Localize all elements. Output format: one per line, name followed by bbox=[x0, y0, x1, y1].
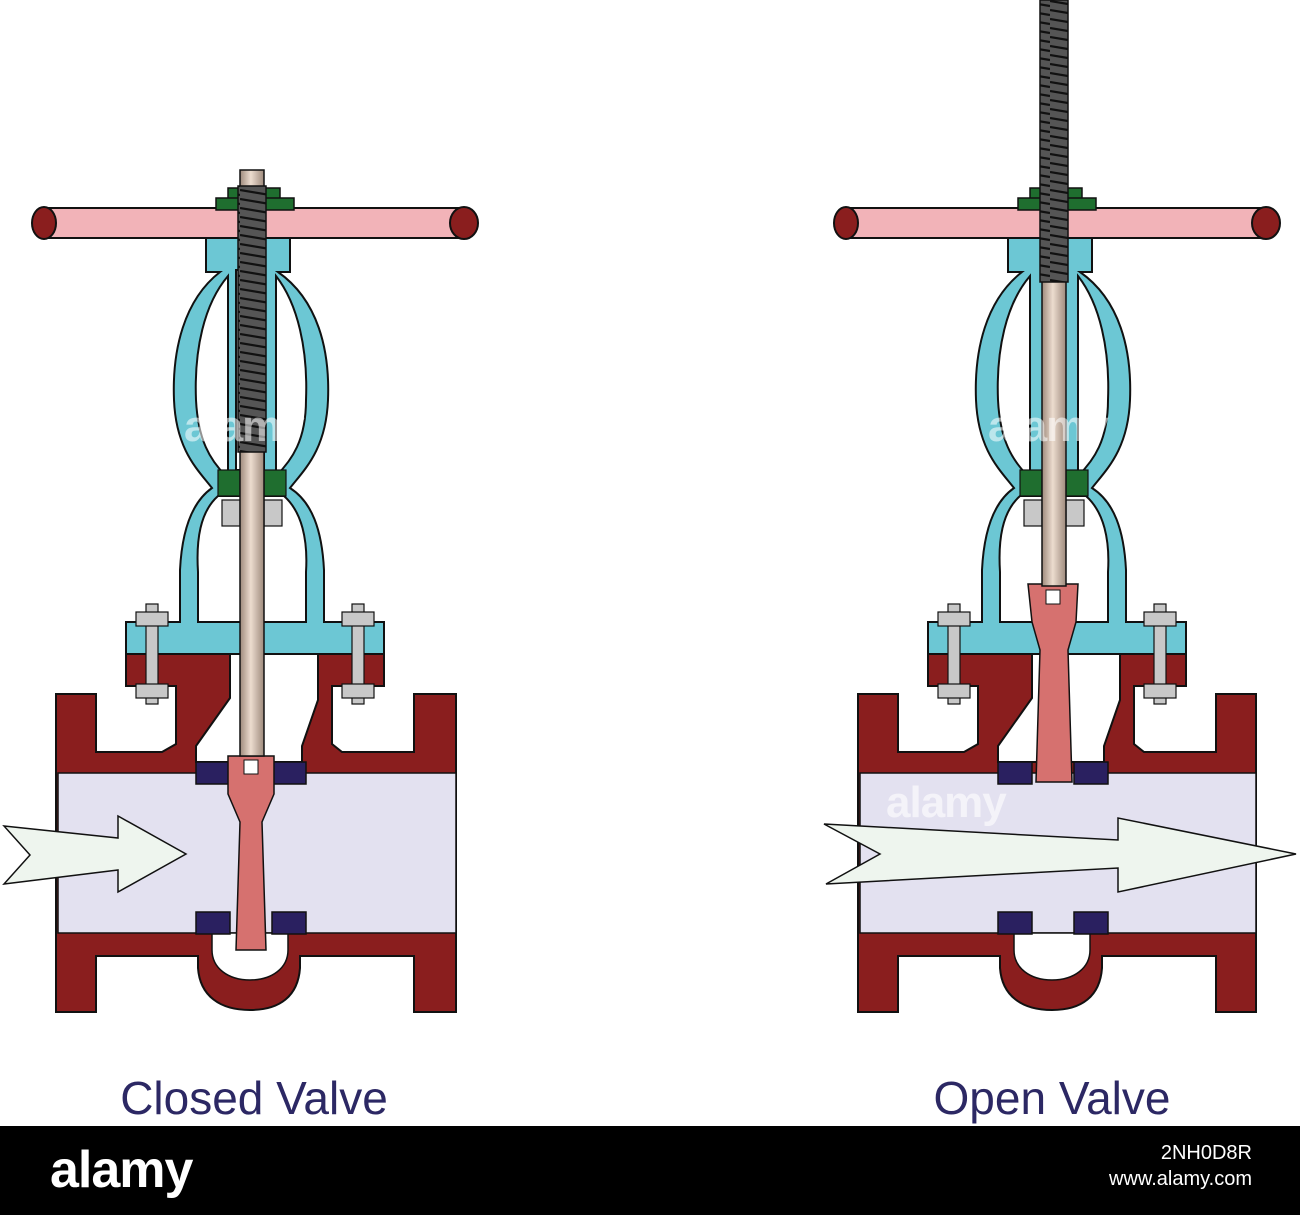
open-valve-seat-bottom-left bbox=[997, 911, 1033, 935]
open-valve-bolt-right bbox=[1143, 603, 1177, 705]
closed-valve-flow-arrow bbox=[2, 814, 188, 894]
image-id: 2NH0D8R bbox=[1160, 1142, 1252, 1164]
open-valve-stem-thread bbox=[1039, 0, 1069, 283]
open-valve-gate bbox=[1027, 583, 1079, 783]
watermark-footer: alamy 2NH0D8R www.alamy.com bbox=[0, 1126, 1300, 1215]
closed-valve-seat-bottom-right bbox=[271, 911, 307, 935]
closed-valve-caption: Closed Valve bbox=[120, 1072, 388, 1124]
faint-watermark-pipe: alamy bbox=[886, 778, 1007, 827]
image-id-block: 2NH0D8R www.alamy.com bbox=[1109, 1140, 1252, 1192]
closed-valve-seat-top-left bbox=[195, 761, 231, 785]
open-valve-gland bbox=[1019, 469, 1089, 527]
closed-valve-seat-top-right bbox=[271, 761, 307, 785]
closed-valve-gland bbox=[217, 469, 287, 527]
closed-valve-gate bbox=[227, 755, 275, 951]
open-valve-seat-bottom-right bbox=[1073, 911, 1109, 935]
open-valve-gate-pin bbox=[1045, 589, 1061, 605]
closed-valve-bolt-right bbox=[341, 603, 375, 705]
closed-valve-stem-thread bbox=[237, 185, 267, 453]
faint-watermark-left: alamy bbox=[184, 402, 305, 451]
faint-watermark-right: alamy bbox=[988, 402, 1109, 451]
open-valve-seat-top-left bbox=[997, 761, 1033, 785]
site-url: www.alamy.com bbox=[1109, 1168, 1252, 1190]
closed-valve-seat-bottom-left bbox=[195, 911, 231, 935]
closed-valve-lower-cavity bbox=[211, 932, 289, 981]
open-valve-bolt-left bbox=[937, 603, 971, 705]
alamy-logo: alamy bbox=[50, 1141, 193, 1199]
open-valve bbox=[823, 0, 1297, 1013]
open-valve-flow-arrow bbox=[823, 817, 1297, 893]
open-valve-caption: Open Valve bbox=[933, 1072, 1171, 1124]
closed-valve-bolt-left bbox=[135, 603, 169, 705]
closed-valve bbox=[2, 169, 479, 1013]
closed-valve-gate-pin bbox=[243, 759, 259, 775]
open-valve-lower-cavity bbox=[1013, 932, 1091, 981]
open-valve-seat-top-right bbox=[1073, 761, 1109, 785]
